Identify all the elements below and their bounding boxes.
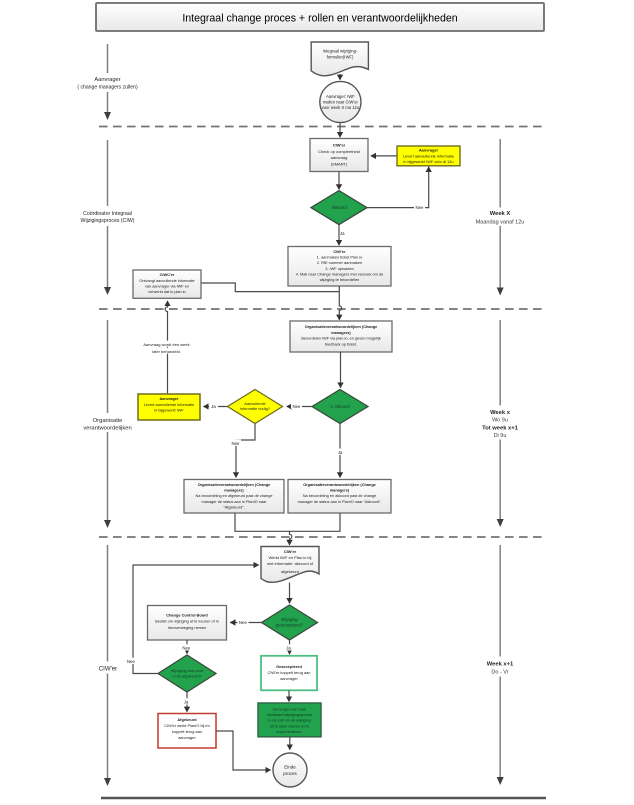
svg-text:Aanvrager: IWF: Aanvrager: IWF	[326, 94, 355, 99]
svg-text:in bijgewerkt IWF: in bijgewerkt IWF	[154, 408, 184, 412]
svg-text:aanvrager: aanvrager	[280, 676, 298, 681]
svg-text:Nee: Nee	[293, 404, 301, 409]
svg-text:CIW'er koppelt terug aan: CIW'er koppelt terug aan	[268, 670, 311, 675]
svg-text:Tot week x+1: Tot week x+1	[482, 425, 519, 431]
svg-text:geaccepteerd?: geaccepteerd?	[276, 623, 304, 628]
svg-text:Organisatieverantwoordelijken: Organisatieverantwoordelijken (Change	[303, 483, 376, 487]
svg-text:uit te laten voeren en te: uit te laten voeren en te	[270, 724, 310, 728]
svg-text:in de zelf om de wijziging: in de zelf om de wijziging	[268, 719, 310, 723]
svg-text:managers): managers)	[330, 489, 350, 493]
svg-text:managers): managers)	[331, 331, 351, 335]
svg-text:Organisatieverantwoordelijken: Organisatieverantwoordelijken (Change	[198, 483, 271, 487]
svg-text:voor week X ma 12u: voor week X ma 12u	[322, 105, 359, 110]
svg-text:Di 9u: Di 9u	[494, 433, 507, 439]
svg-text:Coördinator Integraal: Coördinator Integraal	[83, 211, 132, 217]
svg-text:CCB afgekeurd?: CCB afgekeurd?	[172, 674, 202, 679]
svg-text:proces: proces	[283, 771, 297, 776]
svg-text:standaard wijzigingsproces: standaard wijzigingsproces	[267, 713, 313, 717]
svg-text:Ja: Ja	[184, 700, 189, 705]
svg-text:verantwoordelijken: verantwoordelijken	[83, 425, 131, 431]
svg-text:formulier(IWF): formulier(IWF)	[327, 55, 354, 60]
svg-text:CIW'er: CIW'er	[284, 549, 297, 554]
svg-text:Wijzigingsproces (CIW): Wijzigingsproces (CIW)	[81, 218, 135, 224]
svg-text:Week x: Week x	[490, 410, 511, 416]
svg-text:Aanvrager: Aanvrager	[159, 397, 179, 401]
svg-text:CIW'er werkt PlanIO bij en: CIW'er werkt PlanIO bij en	[164, 723, 210, 728]
svg-text:(SMART): (SMART)	[331, 162, 348, 167]
svg-text:Akkoord: Akkoord	[331, 205, 347, 210]
svg-text:Week x+1: Week x+1	[487, 662, 514, 668]
svg-text:Organisatie: Organisatie	[93, 418, 123, 424]
svg-text:Levert aanvullende informatie: Levert aanvullende informatie	[403, 153, 454, 158]
svg-text:Week X: Week X	[490, 211, 511, 217]
svg-text:CIW'er: CIW'er	[333, 142, 346, 147]
svg-text:Integraal change proces + roll: Integraal change proces + rollen en vera…	[182, 12, 457, 24]
svg-text:Beslist om wijziging af te keu: Beslist om wijziging af te keuren of in	[155, 619, 219, 624]
svg-text:Organisatieverantwoordelijken: Organisatieverantwoordelijken (Change	[305, 325, 378, 329]
svg-text:Afgekeurd: Afgekeurd	[177, 717, 197, 722]
svg-text:Na beoordeling en afgekeurd pa: Na beoordeling en afgekeurd past de chan…	[196, 494, 273, 498]
svg-text:Nee: Nee	[127, 659, 135, 664]
svg-text:Nee: Nee	[239, 620, 247, 625]
svg-text:feedback op ticket.: feedback op ticket.	[325, 342, 357, 346]
svg-text:later behandeld.: later behandeld.	[152, 349, 181, 354]
svg-text:Wijziging: Wijziging	[281, 617, 298, 622]
svg-text:managers): managers)	[224, 489, 244, 493]
svg-text:Ja: Ja	[286, 646, 291, 651]
svg-text:heroverweging nemen: heroverweging nemen	[168, 625, 207, 630]
svg-text:( change managers zullen): ( change managers zullen)	[77, 84, 138, 90]
svg-text:implementeren.: implementeren.	[276, 730, 302, 734]
svg-text:“Afgekeurd”.: “Afgekeurd”.	[223, 505, 244, 509]
svg-text:Nee: Nee	[182, 646, 190, 651]
svg-text:2. RfE nummer aanmaken: 2. RfE nummer aanmaken	[317, 260, 362, 265]
svg-text:Levert aanvullende informatie: Levert aanvullende informatie	[144, 403, 194, 407]
svg-text:Wijziging ook door: Wijziging ook door	[171, 668, 204, 673]
svg-text:Aanvullende: Aanvullende	[244, 401, 265, 406]
svg-text:Aanvrager: Aanvrager	[94, 77, 120, 83]
svg-text:Ja: Ja	[340, 231, 345, 236]
svg-text:CIW'er: CIW'er	[99, 665, 117, 672]
svg-text:verwerkt dat in plan.io: verwerkt dat in plan.io	[148, 290, 185, 294]
svg-text:4. Mail naar Change managers m: 4. Mail naar Change managers met verzoek…	[296, 271, 384, 276]
svg-text:Integraal wijziging-: Integraal wijziging-	[323, 49, 358, 54]
svg-text:Change Control Board: Change Control Board	[166, 612, 208, 617]
svg-text:Wo 9u: Wo 9u	[492, 417, 508, 423]
svg-text:afgekeurd: afgekeurd	[281, 569, 299, 574]
svg-text:Nee: Nee	[416, 205, 424, 210]
svg-text:Nee: Nee	[232, 441, 240, 446]
svg-text:Na beoordeling en akkoord past: Na beoordeling en akkoord past de change	[303, 494, 377, 498]
svg-text:manager de status aan in PlanI: manager de status aan in PlanIO naar “Ak…	[298, 500, 382, 504]
svg-text:Maandag vanaf 12u: Maandag vanaf 12u	[476, 219, 525, 225]
svg-text:aanvraag: aanvraag	[331, 155, 348, 160]
svg-text:wijziging te beoordelen: wijziging te beoordelen	[320, 277, 360, 282]
svg-text:koppelt terug aan: koppelt terug aan	[172, 729, 202, 734]
svg-text:Check op compleetheid: Check op compleetheid	[318, 149, 360, 154]
svg-text:Einde: Einde	[284, 765, 296, 770]
svg-text:CIWC'er: CIWC'er	[160, 273, 175, 277]
svg-text:manager de status aan in PlanI: manager de status aan in PlanIO naar	[202, 500, 268, 504]
svg-text:met informatie: akkoord of: met informatie: akkoord of	[267, 561, 314, 566]
svg-text:Aanvrager kan naar: Aanvrager kan naar	[273, 708, 307, 712]
svg-text:van aanvrager via IWF en: van aanvrager via IWF en	[145, 284, 189, 288]
svg-text:Werkt IWF en Plan.io bij: Werkt IWF en Plan.io bij	[269, 555, 312, 560]
svg-text:Ja: Ja	[338, 450, 343, 455]
svg-text:Ontvangt aanvullende informati: Ontvangt aanvullende informatie	[139, 279, 194, 283]
svg-text:aanvrager: aanvrager	[178, 735, 196, 740]
svg-text:1. aanmaken ticket Plan.io: 1. aanmaken ticket Plan.io	[317, 255, 363, 260]
svg-text:in bijgewerkt IWF vóór di 12u: in bijgewerkt IWF vóór di 12u	[403, 159, 453, 164]
svg-text:informatie nodig?: informatie nodig?	[240, 406, 271, 411]
svg-text:3. IWF uploaden: 3. IWF uploaden	[325, 266, 354, 271]
svg-text:Beoordelen IWF via plan.io, en: Beoordelen IWF via plan.io, en geven mog…	[301, 337, 380, 341]
svg-text:1. Akkoord: 1. Akkoord	[330, 404, 350, 409]
svg-text:CIW'er: CIW'er	[333, 249, 346, 254]
svg-text:Do - Vr: Do - Vr	[491, 669, 508, 675]
svg-text:mailen naar CIW'er: mailen naar CIW'er	[323, 100, 359, 105]
svg-text:Geaccepteerd: Geaccepteerd	[276, 664, 302, 669]
svg-text:Ja: Ja	[211, 404, 216, 409]
svg-text:Aanvraag wordt één week: Aanvraag wordt één week	[143, 342, 189, 347]
svg-text:Aanvrager: Aanvrager	[419, 148, 439, 153]
